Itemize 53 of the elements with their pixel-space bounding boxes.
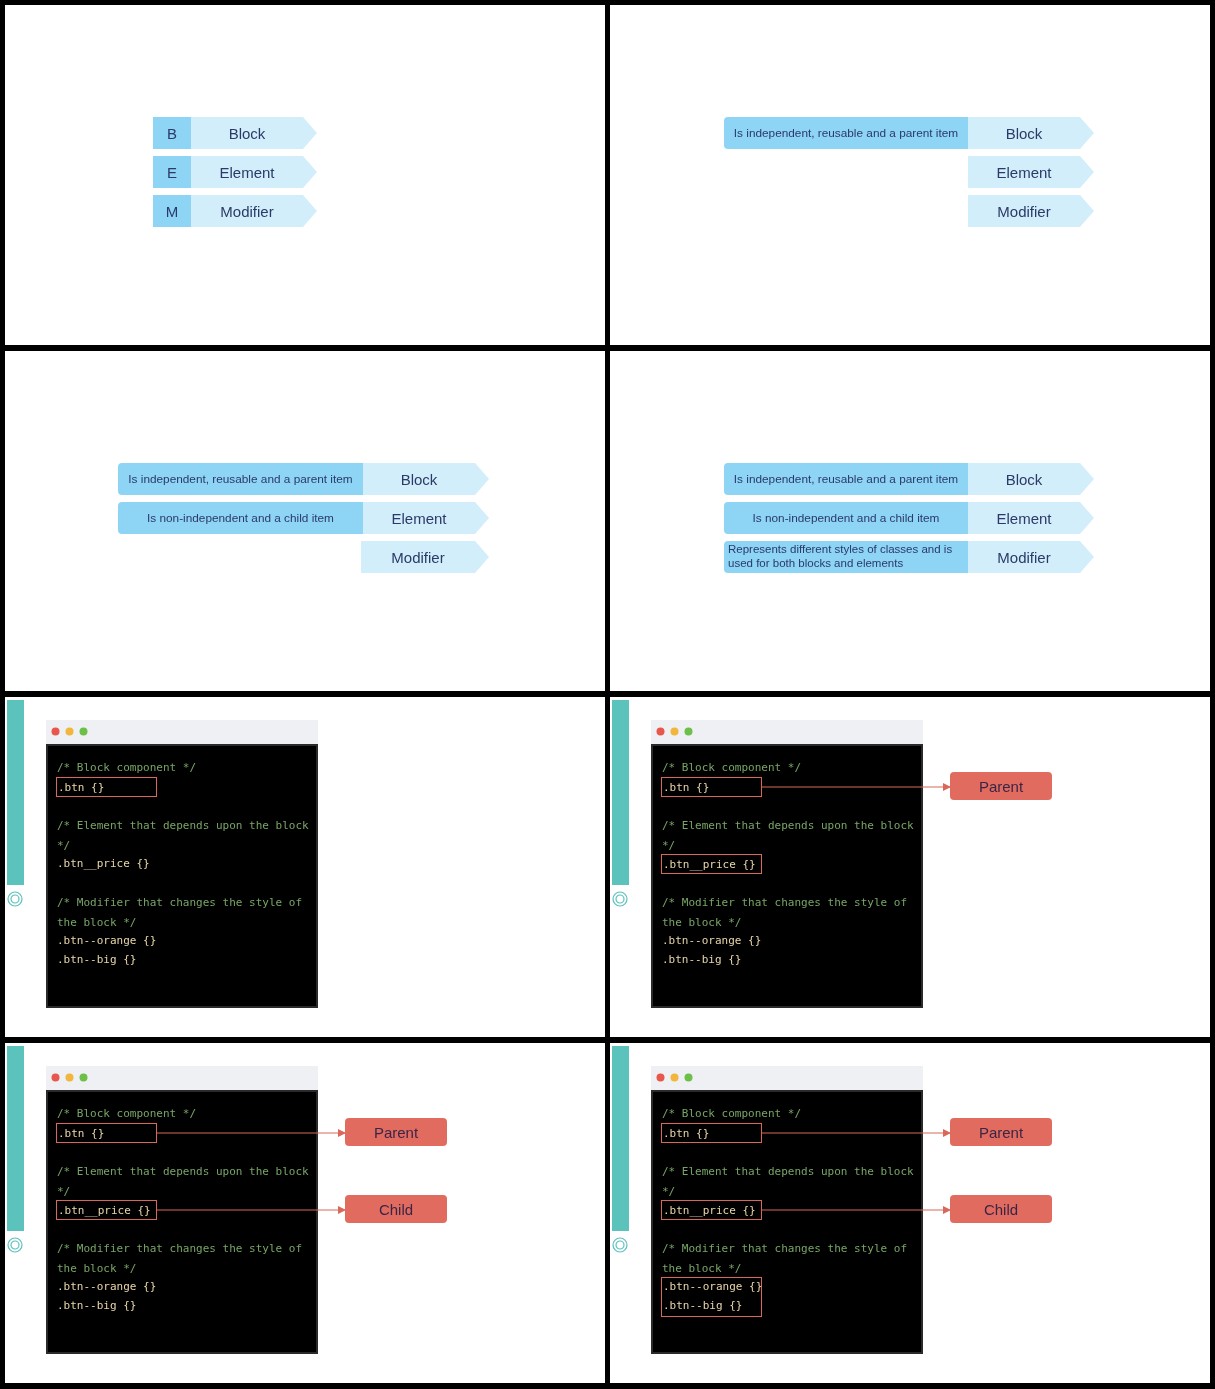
code-comment: /* Element that depends upon the block */ xyxy=(661,1162,923,1201)
code-line: .btn--orange {} xyxy=(56,931,318,951)
term-banner: Modifier xyxy=(968,195,1094,227)
code-line: .btn--big {} xyxy=(662,1297,744,1314)
highlight-box xyxy=(661,1277,762,1317)
code-comment: /* Block component */ xyxy=(661,1104,923,1124)
description-box: Represents different styles of classes and is used for both blocks and elements xyxy=(724,541,968,573)
arrow xyxy=(761,783,951,791)
term-banner: Element xyxy=(968,502,1094,534)
code-comment: /* Element that depends upon the block */ xyxy=(661,816,923,855)
label-box: Child xyxy=(950,1195,1052,1223)
code-comment: /* Modifier that changes the style of the block */ xyxy=(661,893,923,932)
code-line: .btn__price {} xyxy=(56,854,318,874)
code-comment: /* Modifier that changes the style of the block */ xyxy=(661,1239,923,1278)
term-banner: Modifier xyxy=(361,541,489,573)
term-banner: Block xyxy=(968,463,1094,495)
description-box: Is independent, reusable and a parent item xyxy=(724,463,968,495)
code-line: .btn--orange {} xyxy=(56,1277,318,1297)
term-banner: Element xyxy=(363,502,489,534)
term-banner: Modifier xyxy=(968,541,1094,573)
code-line: .btn--orange {} xyxy=(661,931,923,951)
label-box: Parent xyxy=(950,772,1052,800)
term-banner: Block xyxy=(191,117,317,149)
term-banner: Block xyxy=(968,117,1094,149)
code-comment: /* Block component */ xyxy=(661,758,923,778)
description-box: Is independent, reusable and a parent item xyxy=(118,463,363,495)
arrow xyxy=(761,1206,951,1214)
label-box: Child xyxy=(345,1195,447,1223)
term-banner: Element xyxy=(191,156,317,188)
code-line: .btn--big {} xyxy=(56,1296,318,1316)
code-comment: /* Modifier that changes the style of the block */ xyxy=(56,1239,318,1278)
code-comment: /* Element that depends upon the block */ xyxy=(56,1162,318,1201)
letter-box: B xyxy=(153,117,191,149)
description-box: Is non-independent and a child item xyxy=(724,502,968,534)
letter-box: E xyxy=(153,156,191,188)
letter-box: M xyxy=(153,195,191,227)
arrow xyxy=(156,1129,346,1137)
label-box: Parent xyxy=(345,1118,447,1146)
arrow xyxy=(761,1129,951,1137)
code-comment: /* Block component */ xyxy=(56,758,318,778)
term-banner: Block xyxy=(363,463,489,495)
code-line: .btn--orange {} xyxy=(662,1279,761,1295)
term-banner: Modifier xyxy=(191,195,317,227)
description-box: Is independent, reusable and a parent item xyxy=(724,117,968,149)
code-comment: /* Block component */ xyxy=(56,1104,318,1124)
code-comment: /* Element that depends upon the block */ xyxy=(56,816,318,855)
description-box: Is non-independent and a child item xyxy=(118,502,363,534)
code-comment: /* Modifier that changes the style of the block */ xyxy=(56,893,318,932)
code-line: .btn--big {} xyxy=(56,950,318,970)
arrow xyxy=(156,1206,346,1214)
term-banner: Element xyxy=(968,156,1094,188)
code-line: .btn--big {} xyxy=(661,950,923,970)
label-box: Parent xyxy=(950,1118,1052,1146)
